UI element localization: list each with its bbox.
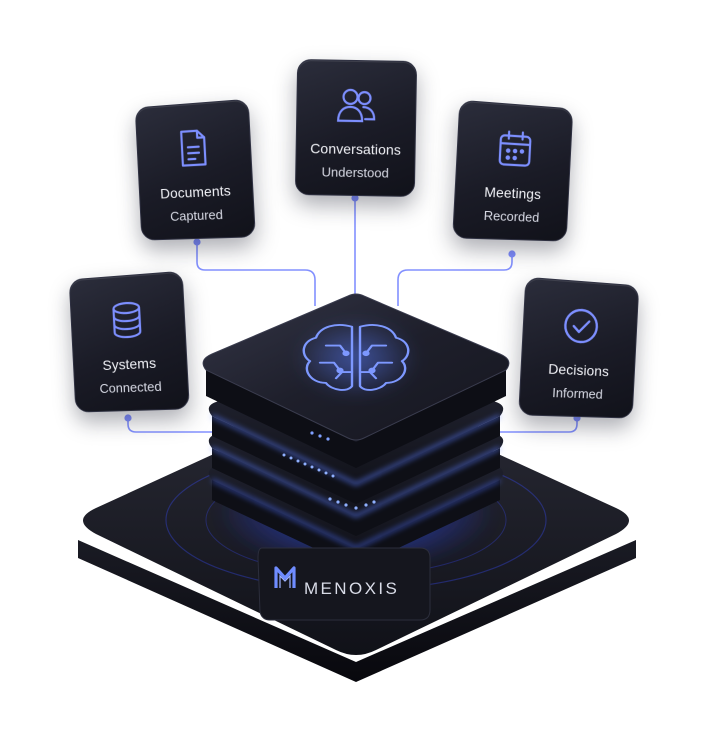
check-circle-icon [523, 300, 637, 351]
document-icon [137, 122, 251, 173]
card-title: Systems [102, 354, 157, 374]
card-subtitle: Recorded [483, 207, 540, 225]
connector-meetings [397, 254, 513, 306]
server-layers [202, 293, 510, 568]
card-documents: Documents Captured [134, 98, 256, 241]
connector-systems [127, 418, 222, 433]
card-title: Conversations [310, 140, 402, 158]
card-title: Decisions [547, 360, 610, 380]
brain-icon [294, 318, 418, 398]
card-subtitle: Captured [169, 206, 224, 224]
card-systems: Systems Connected [68, 270, 190, 413]
card-subtitle: Understood [321, 164, 389, 181]
card-subtitle: Informed [551, 384, 604, 402]
database-icon [71, 294, 185, 345]
card-meetings: Meetings Recorded [452, 99, 574, 242]
connector-decisions [495, 418, 578, 433]
connector-lines [127, 198, 578, 433]
brand-name: MENOXIS [304, 579, 399, 598]
card-conversations: Conversations Understood [294, 58, 418, 198]
calendar-icon [457, 123, 571, 174]
card-title: Meetings [483, 183, 542, 203]
users-icon [297, 82, 416, 128]
card-title: Documents [159, 182, 232, 202]
brand-plate: MENOXIS [257, 547, 431, 621]
card-subtitle: Connected [99, 378, 163, 397]
connector-documents [196, 242, 316, 306]
menoxis-logo-icon [274, 566, 296, 588]
card-decisions: Decisions Informed [518, 276, 640, 419]
